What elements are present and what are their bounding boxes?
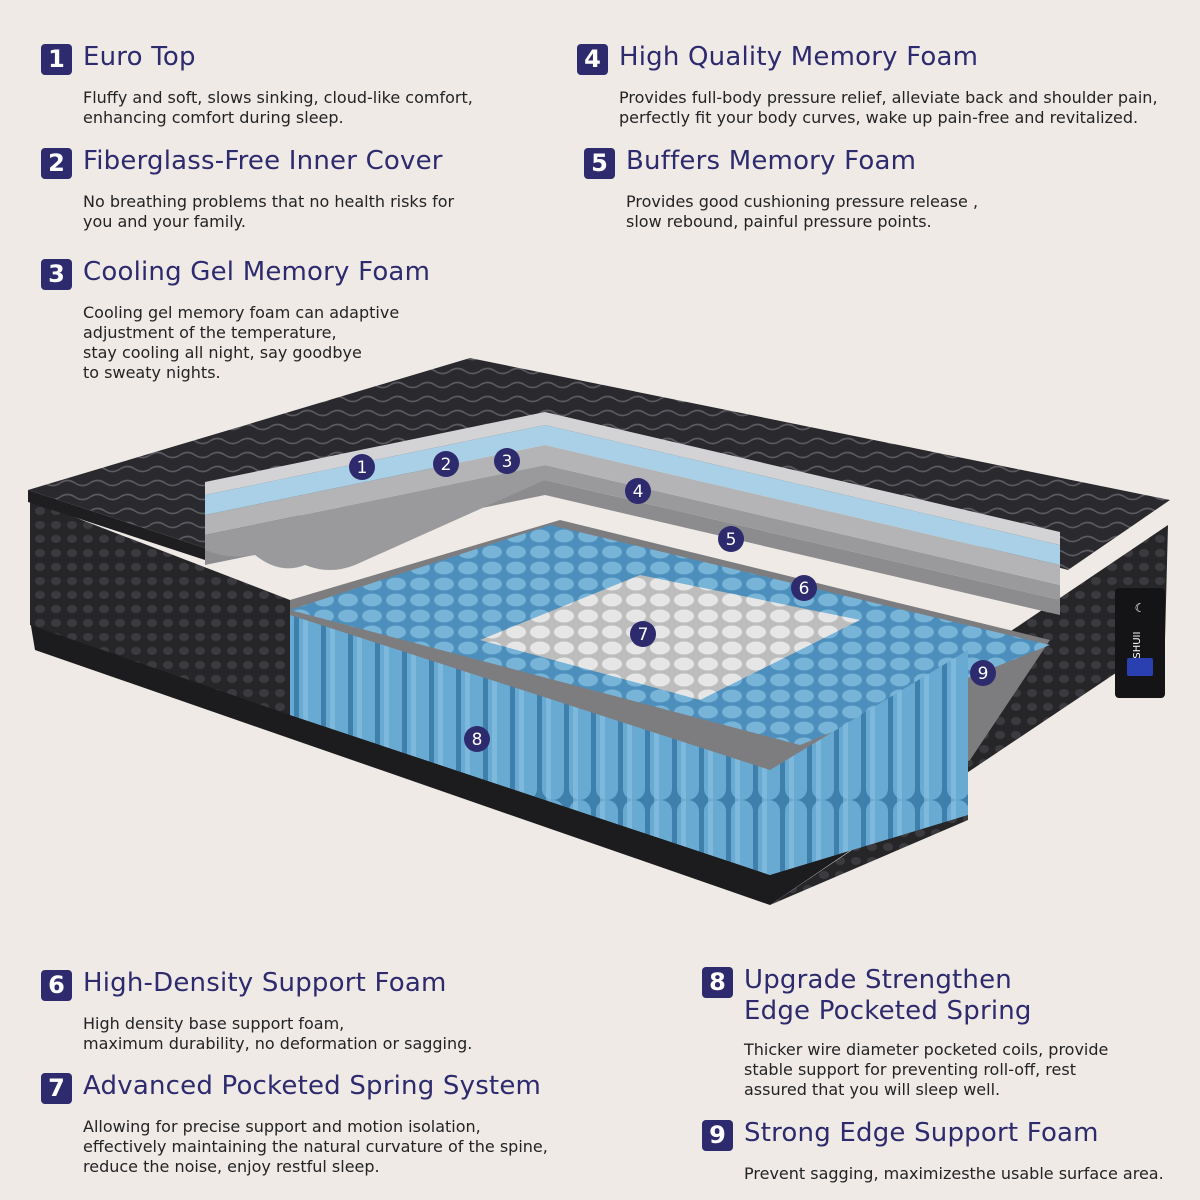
mattress-top-edge [28, 490, 205, 560]
feature-title-line: Strong Edge Support Foam [744, 1118, 1099, 1148]
marker-5: 5 [718, 526, 744, 552]
svg-text:☾: ☾ [1135, 601, 1146, 615]
feature-description-line: Cooling gel memory foam can adaptive [83, 303, 400, 322]
feature-number-badge: 5 [584, 148, 615, 179]
feature-description: Fluffy and soft, slows sinking, cloud-li… [83, 88, 473, 128]
feature-high-quality-memory-foam: 4 High Quality Memory Foam Provides full… [577, 42, 1158, 128]
feature-description: High density base support foam, maximum … [83, 1014, 472, 1054]
feature-description-line: maximum durability, no deformation or sa… [83, 1034, 473, 1053]
svg-text:4: 4 [633, 482, 644, 502]
marker-3: 3 [494, 448, 520, 474]
svg-text:7: 7 [638, 625, 649, 645]
svg-text:5: 5 [726, 530, 737, 550]
svg-text:9: 9 [978, 664, 989, 684]
spring-tops-white [480, 575, 860, 700]
feature-title-line: High-Density Support Foam [83, 968, 447, 998]
feature-description-line: Thicker wire diameter pocketed coils, pr… [744, 1040, 1109, 1059]
feature-title: Advanced Pocketed Spring System [83, 1071, 541, 1102]
feature-description: Allowing for precise support and motion … [83, 1117, 548, 1177]
svg-text:3: 3 [502, 452, 513, 472]
feature-title-line: Fiberglass-Free Inner Cover [83, 146, 443, 176]
feature-description-line: Allowing for precise support and motion … [83, 1117, 481, 1136]
feature-description-line: slow rebound, painful pressure points. [626, 212, 932, 231]
feature-description: Thicker wire diameter pocketed coils, pr… [744, 1040, 1108, 1100]
feature-buffers-memory-foam: 5 Buffers Memory Foam Provides good cush… [584, 146, 978, 232]
feature-description-line: assured that you will sleep well. [744, 1080, 1001, 1099]
layer-gel-foam [205, 425, 1060, 565]
marker-4: 4 [625, 478, 651, 504]
layer-inner-cover [205, 412, 1060, 545]
marker-6: 6 [791, 575, 817, 601]
feature-title-line: Upgrade Strengthen [744, 965, 1012, 995]
feature-description-line: effectively maintaining the natural curv… [83, 1137, 548, 1156]
feature-description-line: Provides good cushioning pressure releas… [626, 192, 979, 211]
feature-title: High-Density Support Foam [83, 968, 447, 999]
feature-number-badge: 7 [41, 1073, 72, 1104]
feature-title: Strong Edge Support Foam [744, 1118, 1099, 1149]
feature-title-line: High Quality Memory Foam [619, 42, 979, 72]
feature-fiberglass-free-cover: 2 Fiberglass-Free Inner Cover No breathi… [41, 146, 454, 232]
feature-title: Upgrade Strengthen Edge Pocketed Spring [744, 965, 1032, 1027]
feature-description: Cooling gel memory foam can adaptive adj… [83, 303, 430, 383]
feature-title-line: Euro Top [83, 42, 196, 72]
feature-description: Provides full-body pressure relief, alle… [619, 88, 1158, 128]
feature-description-line: High density base support foam, [83, 1014, 345, 1033]
svg-text:1: 1 [357, 458, 368, 478]
feature-number-badge: 3 [41, 259, 72, 290]
feature-title: Euro Top [83, 42, 196, 73]
feature-description-line: No breathing problems that no health ris… [83, 192, 455, 211]
feature-number-badge: 4 [577, 44, 608, 75]
feature-description: No breathing problems that no health ris… [83, 192, 454, 232]
feature-title-line: Advanced Pocketed Spring System [83, 1071, 542, 1101]
feature-number-badge: 9 [702, 1120, 733, 1151]
feature-title-line: Cooling Gel Memory Foam [83, 257, 431, 287]
feature-description-line: reduce the noise, enjoy restful sleep. [83, 1157, 380, 1176]
feature-description-line: to sweaty nights. [83, 363, 221, 382]
layer-markers: 1 2 3 4 5 6 7 8 9 [349, 448, 996, 752]
feature-description-line: Provides full-body pressure relief, alle… [619, 88, 1158, 107]
svg-text:6: 6 [799, 579, 810, 599]
feature-number-badge: 1 [41, 44, 72, 75]
svg-text:8: 8 [472, 730, 483, 750]
feature-description-line: stay cooling all night, say goodbye [83, 343, 362, 362]
feature-number-badge: 2 [41, 148, 72, 179]
feature-description-line: Fluffy and soft, slows sinking, cloud-li… [83, 88, 473, 107]
feature-number-badge: 8 [702, 967, 733, 998]
brand-label: ☾ ENSHUII [1115, 588, 1165, 698]
feature-description-line: stable support for preventing roll-off, … [744, 1060, 1076, 1079]
layer-buffer-foam [205, 465, 1060, 600]
marker-1: 1 [349, 454, 375, 480]
marker-7: 7 [630, 621, 656, 647]
feature-description-line: adjustment of the temperature, [83, 323, 337, 342]
svg-text:2: 2 [441, 455, 452, 475]
feature-description-line: Prevent sagging, maximizesthe usable sur… [744, 1164, 1164, 1183]
mattress-side-left [30, 500, 290, 715]
spring-columns-right [770, 650, 968, 875]
feature-number-badge: 6 [41, 970, 72, 1001]
feature-high-density-support-foam: 6 High-Density Support Foam High density… [41, 968, 472, 1054]
feature-title-line: Buffers Memory Foam [626, 146, 917, 176]
feature-title: Fiberglass-Free Inner Cover [83, 146, 443, 177]
feature-description-line: you and your family. [83, 212, 246, 231]
feature-description: Provides good cushioning pressure releas… [626, 192, 978, 232]
spring-columns-front [290, 615, 770, 875]
brand-name: ENSHUII [1132, 632, 1143, 673]
feature-edge-support-foam: 9 Strong Edge Support Foam Prevent saggi… [702, 1118, 1164, 1184]
layer-memory-foam [205, 445, 1060, 585]
marker-9: 9 [970, 660, 996, 686]
marker-2: 2 [433, 451, 459, 477]
feature-title: Cooling Gel Memory Foam [83, 257, 430, 288]
feature-title: High Quality Memory Foam [619, 42, 978, 73]
feature-description-line: perfectly fit your body curves, wake up … [619, 108, 1139, 127]
marker-8: 8 [464, 726, 490, 752]
feature-description: Prevent sagging, maximizesthe usable sur… [744, 1164, 1164, 1184]
feature-title-line: Edge Pocketed Spring [744, 996, 1032, 1026]
feature-edge-pocketed-spring: 8 Upgrade Strengthen Edge Pocketed Sprin… [702, 965, 1108, 1100]
feature-description-line: enhancing comfort during sleep. [83, 108, 344, 127]
feature-euro-top: 1 Euro Top Fluffy and soft, slows sinkin… [41, 42, 473, 128]
feature-cooling-gel-foam: 3 Cooling Gel Memory Foam Cooling gel me… [41, 257, 430, 383]
feature-title: Buffers Memory Foam [626, 146, 916, 177]
feature-pocketed-spring-system: 7 Advanced Pocketed Spring System Allowi… [41, 1071, 548, 1177]
